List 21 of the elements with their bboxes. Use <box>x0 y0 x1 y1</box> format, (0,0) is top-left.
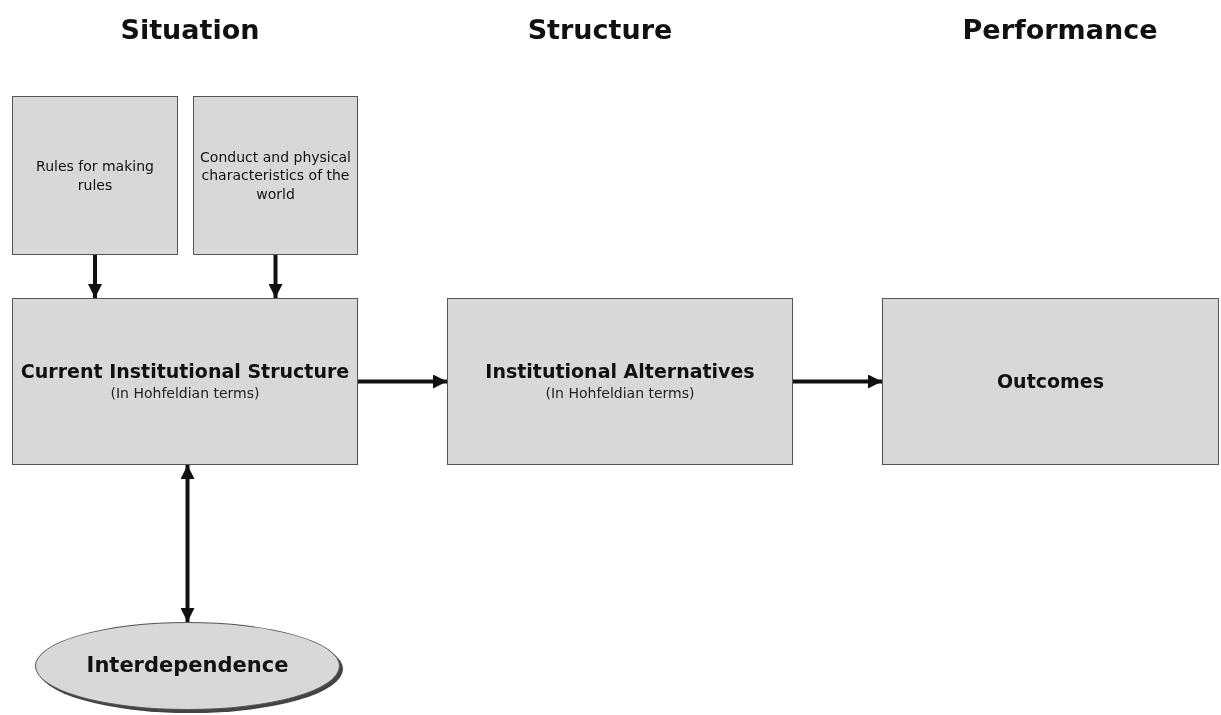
node-title: Rules for making rules <box>35 157 155 194</box>
process-box <box>193 96 358 255</box>
process-box <box>12 96 178 255</box>
arrow <box>180 465 195 622</box>
node-title: Institutional Alternatives <box>485 359 755 385</box>
node-title: Interdependence <box>86 652 289 680</box>
arrow <box>88 255 102 298</box>
process-box <box>447 298 793 465</box>
process-box <box>12 298 358 465</box>
arrow <box>358 374 447 389</box>
column-heading: Situation <box>119 14 261 45</box>
process-box <box>882 298 1219 465</box>
node-subtitle: (In Hohfeldian terms) <box>545 384 695 404</box>
column-heading: Structure <box>526 14 674 45</box>
node-subtitle: (In Hohfeldian terms) <box>110 384 260 404</box>
column-heading: Performance <box>961 14 1159 45</box>
arrow <box>793 374 882 389</box>
node-title: Conduct and physical characteristics of the world <box>200 148 351 203</box>
node-title: Current Institutional Structure <box>20 359 350 385</box>
arrow <box>268 255 283 298</box>
node-title: Outcomes <box>996 369 1105 394</box>
